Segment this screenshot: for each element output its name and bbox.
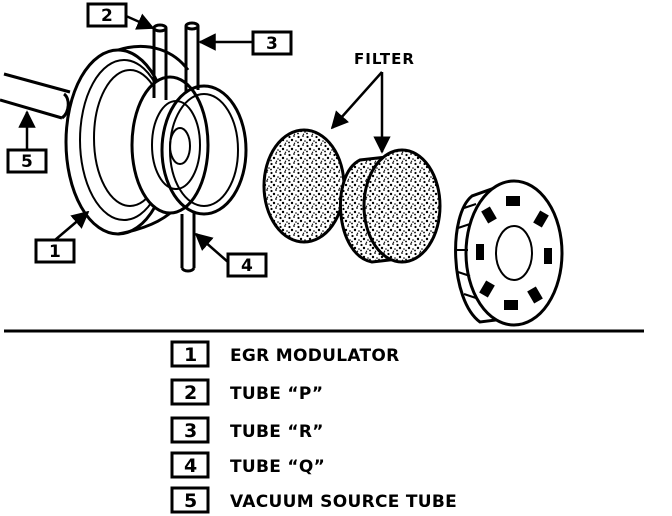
- filter-cover: [454, 179, 564, 327]
- tube-p: [152, 23, 168, 100]
- tube-q: [180, 212, 196, 273]
- legend-item-1: 1 EGR MODULATOR: [170, 340, 400, 368]
- callout-4-number: 4: [241, 256, 253, 276]
- tube-r: [184, 21, 200, 92]
- egr-modulator: [64, 45, 210, 236]
- filter-disk-thick: [339, 148, 442, 264]
- legend-number: 2: [184, 382, 197, 404]
- callout-3-number: 3: [266, 34, 278, 54]
- legend-text: TUBE “R”: [230, 422, 324, 442]
- callout-1-number: 1: [49, 242, 61, 262]
- legend-number: 3: [184, 420, 197, 442]
- legend-item-2: 2 TUBE “P”: [170, 378, 323, 406]
- vacuum-source-tube: [0, 72, 71, 120]
- legend-text: EGR MODULATOR: [230, 346, 400, 366]
- legend-item-3: 3 TUBE “R”: [170, 416, 324, 444]
- legend-number: 1: [184, 344, 197, 366]
- filter-pointer-arrows: [330, 71, 391, 154]
- retaining-ring: [160, 84, 248, 216]
- callout-1: 1: [34, 210, 90, 264]
- callout-4: 4: [194, 232, 268, 278]
- legend-item-4: 4 TUBE “Q”: [170, 451, 325, 479]
- callout-2-number: 2: [101, 6, 113, 26]
- legend-number: 5: [184, 490, 197, 512]
- legend-text: TUBE “P”: [230, 384, 323, 404]
- callout-5-number: 5: [21, 152, 33, 172]
- legend-number: 4: [184, 455, 197, 477]
- filter-disk-thin: [262, 128, 346, 244]
- callout-2: 2: [86, 2, 155, 30]
- filter-label: FILTER: [354, 50, 415, 68]
- callout-5: 5: [6, 110, 48, 174]
- legend: 1 EGR MODULATOR 2 TUBE “P” 3 TUBE “R” 4 …: [170, 340, 457, 514]
- callout-3: 3: [198, 30, 293, 56]
- legend-text: TUBE “Q”: [230, 457, 325, 477]
- legend-item-5: 5 VACUUM SOURCE TUBE: [170, 486, 457, 514]
- legend-text: VACUUM SOURCE TUBE: [230, 492, 457, 512]
